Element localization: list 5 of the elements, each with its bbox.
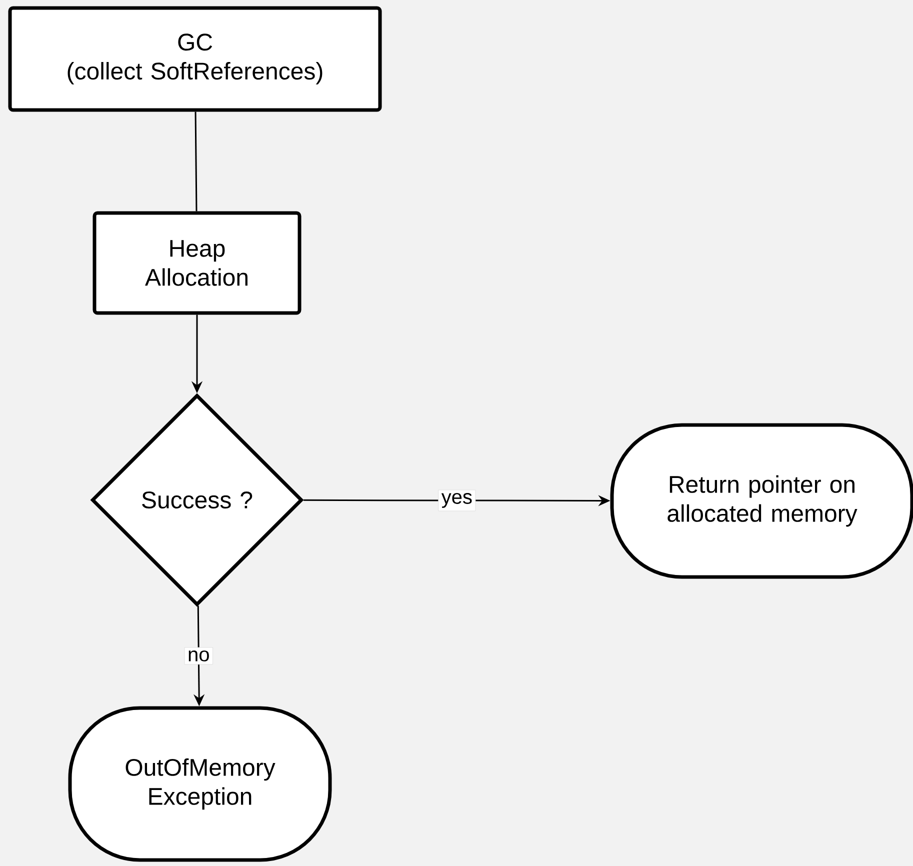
process-box: Heap Allocation	[92, 211, 302, 315]
edge-label: yes	[438, 490, 476, 512]
process-box: GC (collect SoftReferences)	[8, 6, 382, 112]
connector-line	[194, 112, 198, 212]
edge-label: no	[184, 647, 213, 665]
